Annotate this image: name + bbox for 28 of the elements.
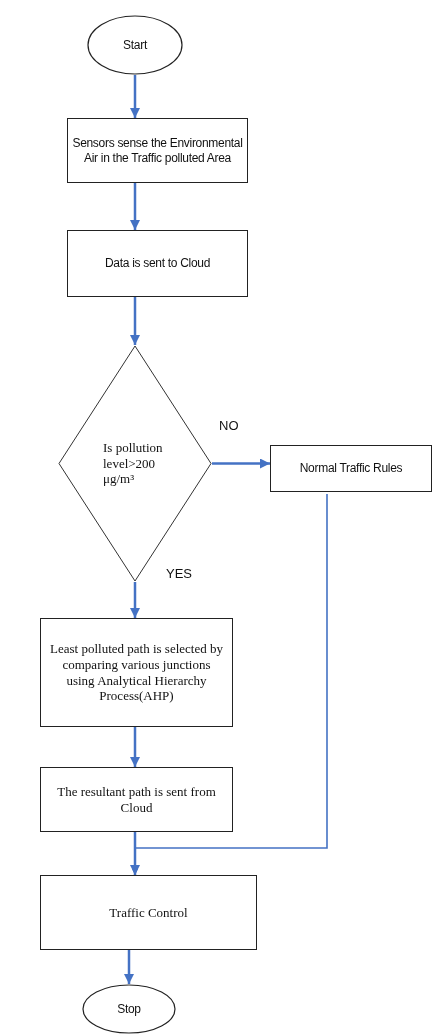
arrow [131, 493, 328, 876]
process-box [40, 618, 233, 727]
arrow [130, 582, 140, 618]
edge-label: YES [165, 566, 193, 581]
process-box [67, 118, 248, 183]
process-box [40, 875, 257, 950]
arrow [130, 75, 140, 118]
node-label: Start [123, 37, 147, 53]
process-box [67, 230, 248, 297]
arrow [124, 950, 134, 984]
process-box [270, 445, 432, 492]
node-label: Least polluted path is selected by comparing various junctions using Analytical Hierarchy Process(AHP) [49, 641, 224, 704]
arrow [212, 458, 270, 469]
node-label: Sensors sense the Environmental Air in the Traffic polluted Area [71, 136, 244, 165]
node-label: Is pollution level>200 μg/m³ [103, 440, 164, 487]
arrow [130, 727, 140, 767]
edge-label: NO [218, 418, 240, 433]
node-label: The resultant path is sent from Cloud [56, 783, 217, 816]
arrow [130, 297, 140, 345]
arrow [130, 183, 140, 230]
decision-diamond [58, 345, 212, 582]
end-terminal [82, 984, 176, 1034]
process-box [40, 767, 233, 832]
node-label: Normal Traffic Rules [299, 461, 403, 476]
start-terminal [87, 15, 183, 75]
node-label: Data is sent to Cloud [104, 256, 211, 271]
node-label: Stop [117, 1001, 141, 1017]
node-label: Traffic Control [109, 904, 188, 921]
